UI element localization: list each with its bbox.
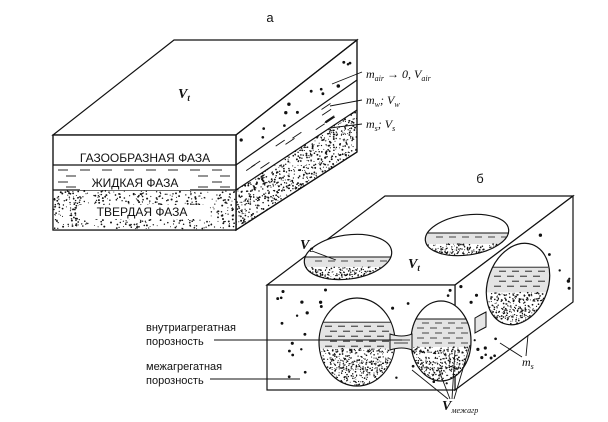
solid-leader	[329, 123, 363, 129]
vt-label-b: Vt	[408, 257, 420, 273]
diagram-a: а ГАЗООБРАЗНАЯ ФАЗА ЖИДКАЯ ФАЗА ТВЕРДАЯ …	[51, 10, 432, 232]
inter-pore-dots-front	[276, 288, 452, 385]
solid-dots-side	[236, 111, 357, 226]
liquid-label-bg	[80, 176, 190, 190]
air-annotation: mair → 0, Vair	[366, 67, 432, 83]
solid-annotation: ms; Vs	[366, 117, 395, 133]
ve-label: Ve	[300, 238, 313, 254]
ms-leader-1	[499, 342, 523, 358]
ms-label: ms	[522, 355, 534, 371]
aggregates	[301, 213, 558, 387]
aggregate-side	[478, 242, 558, 334]
liquid-phase-label: ЖИДКАЯ ФАЗА	[92, 176, 179, 190]
aggregate-front-left	[318, 297, 396, 387]
v-inter-leaders	[411, 344, 471, 400]
intra-porosity-label-2: порозность	[146, 336, 204, 348]
air-leader	[331, 71, 363, 85]
solid-label-bg	[79, 205, 205, 219]
gas-dots-side	[239, 60, 352, 142]
v-inter-label: Vмежагр	[442, 399, 478, 415]
aggregate-front-right	[410, 300, 472, 382]
diagram-b-letter: б	[476, 171, 483, 186]
liquid-dashes-side	[245, 103, 336, 171]
inter-porosity-label-1: межагрегатная	[146, 361, 222, 373]
intra-porosity-label-1: внутриагрегатная	[146, 322, 236, 334]
water-leader	[329, 99, 363, 107]
vt-label-a: Vt	[178, 87, 190, 103]
liquid-dashes-front	[58, 169, 230, 188]
diagram-b: б Ve Vt внутриагрегатная порозность межа…	[146, 171, 575, 415]
diagram-a-letter: а	[266, 10, 274, 25]
water-annotation: mw; Vw	[366, 93, 400, 109]
ms-leader-2	[525, 334, 529, 357]
inter-porosity-label-2: порозность	[146, 375, 204, 387]
aggregate-top-left	[301, 233, 395, 285]
ve-leader	[311, 250, 337, 261]
gas-label-bg	[64, 150, 230, 164]
solid-phase-label: ТВЕРДАЯ ФАЗА	[97, 205, 188, 219]
aggregate-top-right	[422, 213, 512, 261]
gas-phase-label: ГАЗООБРАЗНАЯ ФАЗА	[80, 151, 210, 165]
